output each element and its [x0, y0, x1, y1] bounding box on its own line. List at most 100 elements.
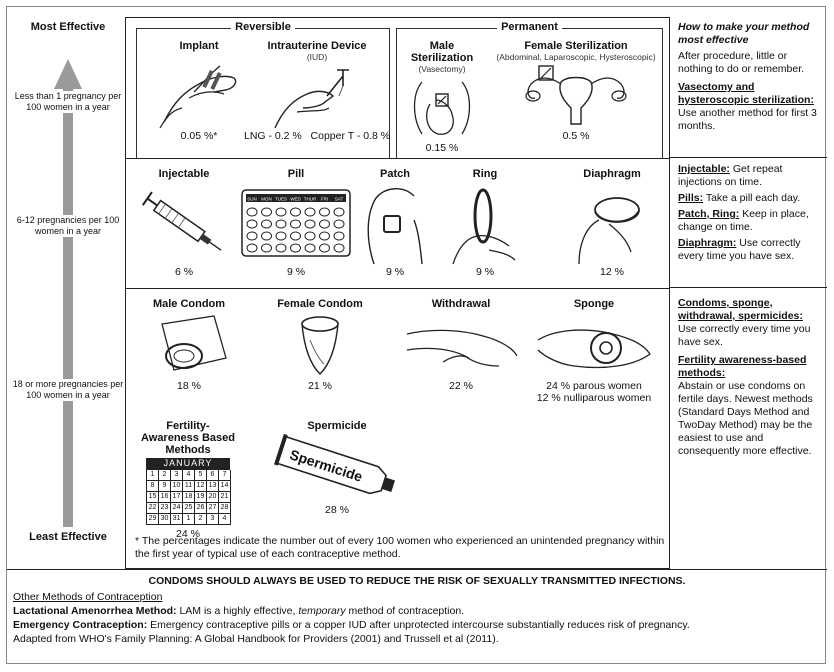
- pill-day-label: THUR: [304, 197, 317, 202]
- method-name: Female Condom: [277, 298, 363, 310]
- method-rate: 28 %: [325, 504, 349, 516]
- method-name: Male Sterilization: [410, 40, 474, 64]
- method-rate: 0.15 %: [425, 142, 459, 154]
- diaphragm-tip-heading: Diaphragm:: [678, 237, 737, 249]
- calendar-day: 4: [183, 470, 195, 481]
- method-iud: Intrauterine Device (IUD) LNG - 0.2 % Co…: [244, 40, 390, 142]
- method-fertility-awareness: Fertility-Awareness Based Methods JANUAR…: [138, 420, 238, 540]
- method-name: Diaphragm: [583, 168, 641, 180]
- method-rate: 24 %: [176, 528, 200, 540]
- effectiveness-axis: Most Effective Less than 1 pregnancy per…: [7, 7, 129, 567]
- ec-heading: Emergency Contraception:: [13, 619, 148, 631]
- sterilization-tip-body: Use another method for first 3 months.: [678, 107, 817, 132]
- method-rate: 21 %: [308, 380, 332, 392]
- method-name: Ring: [472, 168, 498, 180]
- method-rate: 22 %: [449, 380, 473, 392]
- calendar-day: 30: [159, 514, 171, 525]
- method-rate: 12 %: [600, 266, 624, 278]
- method-rate: LNG - 0.2 % Copper T - 0.8 %: [244, 130, 391, 142]
- iud-hand-icon: [274, 69, 349, 129]
- tips-title: How to make your method most effective: [678, 21, 810, 46]
- footer: CONDOMS SHOULD ALWAYS BE USED TO REDUCE …: [7, 569, 827, 646]
- tier-divider: [126, 158, 669, 159]
- patch-ring-tip-body: Keep in place, change on time.: [678, 208, 809, 233]
- patch-arm-icon: [367, 188, 423, 265]
- footnote: * The percentages indicate the number ou…: [135, 535, 665, 560]
- method-ring: Ring 9 %: [448, 168, 522, 278]
- injectable-tip-body: Get repeat injections on time.: [678, 163, 783, 188]
- reversible-group: Reversible: [136, 21, 390, 159]
- calendar-day: 24: [171, 503, 183, 514]
- sponge-hand-icon: [537, 329, 651, 369]
- female-condom-icon: [301, 316, 339, 375]
- method-rate: 9 %: [286, 266, 306, 278]
- pill-day-label: FRI: [321, 197, 328, 202]
- calendar-day: 6: [207, 470, 219, 481]
- calendar-day: 3: [207, 514, 219, 525]
- method-name: Fertility-Awareness Based Methods: [141, 420, 235, 456]
- method-rate: 0.05 %*: [180, 130, 218, 142]
- calendar-day: 25: [183, 503, 195, 514]
- calendar-day: 5: [195, 470, 207, 481]
- calendar-day: 22: [147, 503, 159, 514]
- ec-text: Emergency contraceptive pills or a coppe…: [150, 619, 690, 631]
- method-withdrawal: Withdrawal 22 %: [402, 298, 520, 392]
- lam-text-italic: temporary: [298, 605, 346, 617]
- tier-divider: [670, 287, 827, 288]
- pill-blister: [246, 231, 258, 241]
- calendar-month: JANUARY: [146, 458, 230, 469]
- method-name: Implant: [179, 40, 219, 52]
- permanent-title: Permanent: [497, 21, 562, 33]
- method-patch: Patch 9 %: [358, 168, 432, 278]
- pill-blister: [275, 231, 287, 241]
- axis-tier2-label: 6-12 pregnancies per 100 women in a year: [7, 215, 129, 237]
- method-subtitle: (Abdominal, Laparoscopic, Hysteroscopic): [496, 52, 656, 62]
- pill-blister: [319, 243, 330, 253]
- pills-tip-heading: Pills:: [678, 192, 704, 204]
- pill-day-label: SAT: [335, 197, 344, 202]
- calendar-day: 4: [219, 514, 231, 525]
- method-implant: Implant 0.05 %*: [140, 40, 258, 142]
- calendar-day: 31: [171, 514, 183, 525]
- tier-divider: [670, 157, 827, 158]
- other-methods-heading: Other Methods of Contraception: [13, 591, 163, 603]
- diaphragm-hand-icon: [578, 197, 640, 265]
- method-female-sterilization: Female Sterilization (Abdominal, Laparos…: [486, 40, 666, 142]
- pill-day-label: TUES: [275, 197, 287, 202]
- pill-blister: [246, 219, 258, 229]
- vasectomy-icon: [413, 81, 471, 135]
- effectiveness-arrow-icon: [54, 59, 82, 527]
- method-rate: 9 %: [385, 266, 405, 278]
- lam-text-2: method of contraception.: [348, 605, 465, 617]
- calendar-day: 23: [159, 503, 171, 514]
- pill-blister: [246, 207, 258, 217]
- methods-panel: Reversible Permanent Implant 0.05 %* Int…: [125, 17, 670, 569]
- method-rate: 9 %: [475, 266, 495, 278]
- calendar-day: 1: [183, 514, 195, 525]
- method-rate: 18 %: [177, 380, 201, 392]
- calendar-day: 29: [147, 514, 159, 525]
- method-name: Sponge: [573, 298, 615, 310]
- source-citation: Adapted from WHO's Family Planning: A Gl…: [13, 633, 499, 645]
- withdrawal-icon: [406, 329, 518, 367]
- pill-blister: [319, 231, 330, 241]
- pill-blister: [275, 207, 287, 217]
- method-name: Patch: [380, 168, 410, 180]
- pill-blister: [261, 207, 272, 217]
- calendar-day: 2: [195, 514, 207, 525]
- method-injectable: Injectable 6 %: [134, 168, 234, 278]
- method-name: Male Condom: [152, 298, 226, 310]
- permanent-group: Permanent: [396, 21, 663, 159]
- calendar-day: 13: [207, 481, 219, 492]
- calendar-day: 10: [171, 481, 183, 492]
- pill-blister: [261, 231, 272, 241]
- method-spermicide: Spermicide Spermicide 28 %: [262, 420, 412, 516]
- calendar-day: 7: [219, 470, 231, 481]
- injectable-tip-heading: Injectable:: [678, 163, 730, 175]
- lam-text-1: LAM is a highly effective,: [179, 605, 296, 617]
- pill-blister: [304, 219, 316, 229]
- tier3-tip-body: Use correctly every time you have sex.: [678, 323, 811, 348]
- calendar-day: 21: [219, 492, 231, 503]
